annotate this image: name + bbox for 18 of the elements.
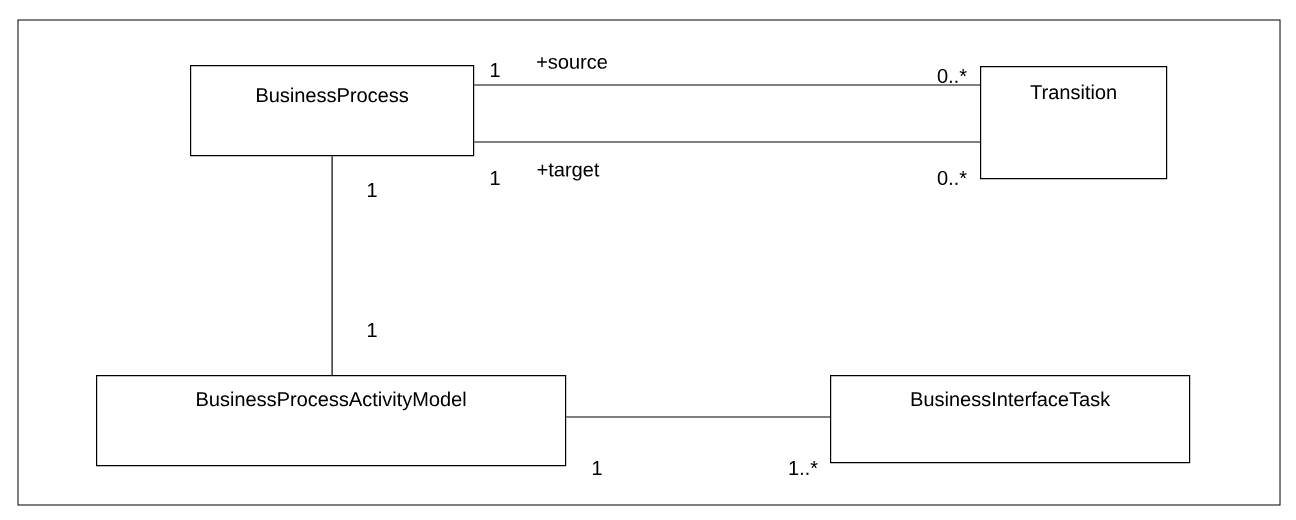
role-label: +target	[537, 163, 600, 181]
association-line	[331, 155, 333, 376]
association-line	[473, 141, 981, 143]
class-box: Transition	[980, 66, 1168, 180]
multiplicity-label: 1	[368, 323, 377, 337]
association-line	[565, 416, 831, 418]
multiplicity-label: 1	[491, 171, 500, 185]
multiplicity-label: 1..*	[789, 461, 818, 475]
multiplicity-label: 1	[593, 461, 602, 475]
class-box: BusinessProcessActivityModel	[96, 375, 567, 467]
class-box: BusinessProcess	[190, 65, 475, 157]
multiplicity-label: 1	[368, 183, 377, 197]
multiplicity-label: 0..*	[937, 170, 967, 186]
multiplicity-label: 0..*	[937, 68, 967, 84]
multiplicity-label: 1	[491, 63, 500, 77]
association-line	[473, 84, 981, 86]
role-label: +source	[537, 57, 607, 69]
class-box: BusinessInterfaceTask	[830, 375, 1191, 464]
